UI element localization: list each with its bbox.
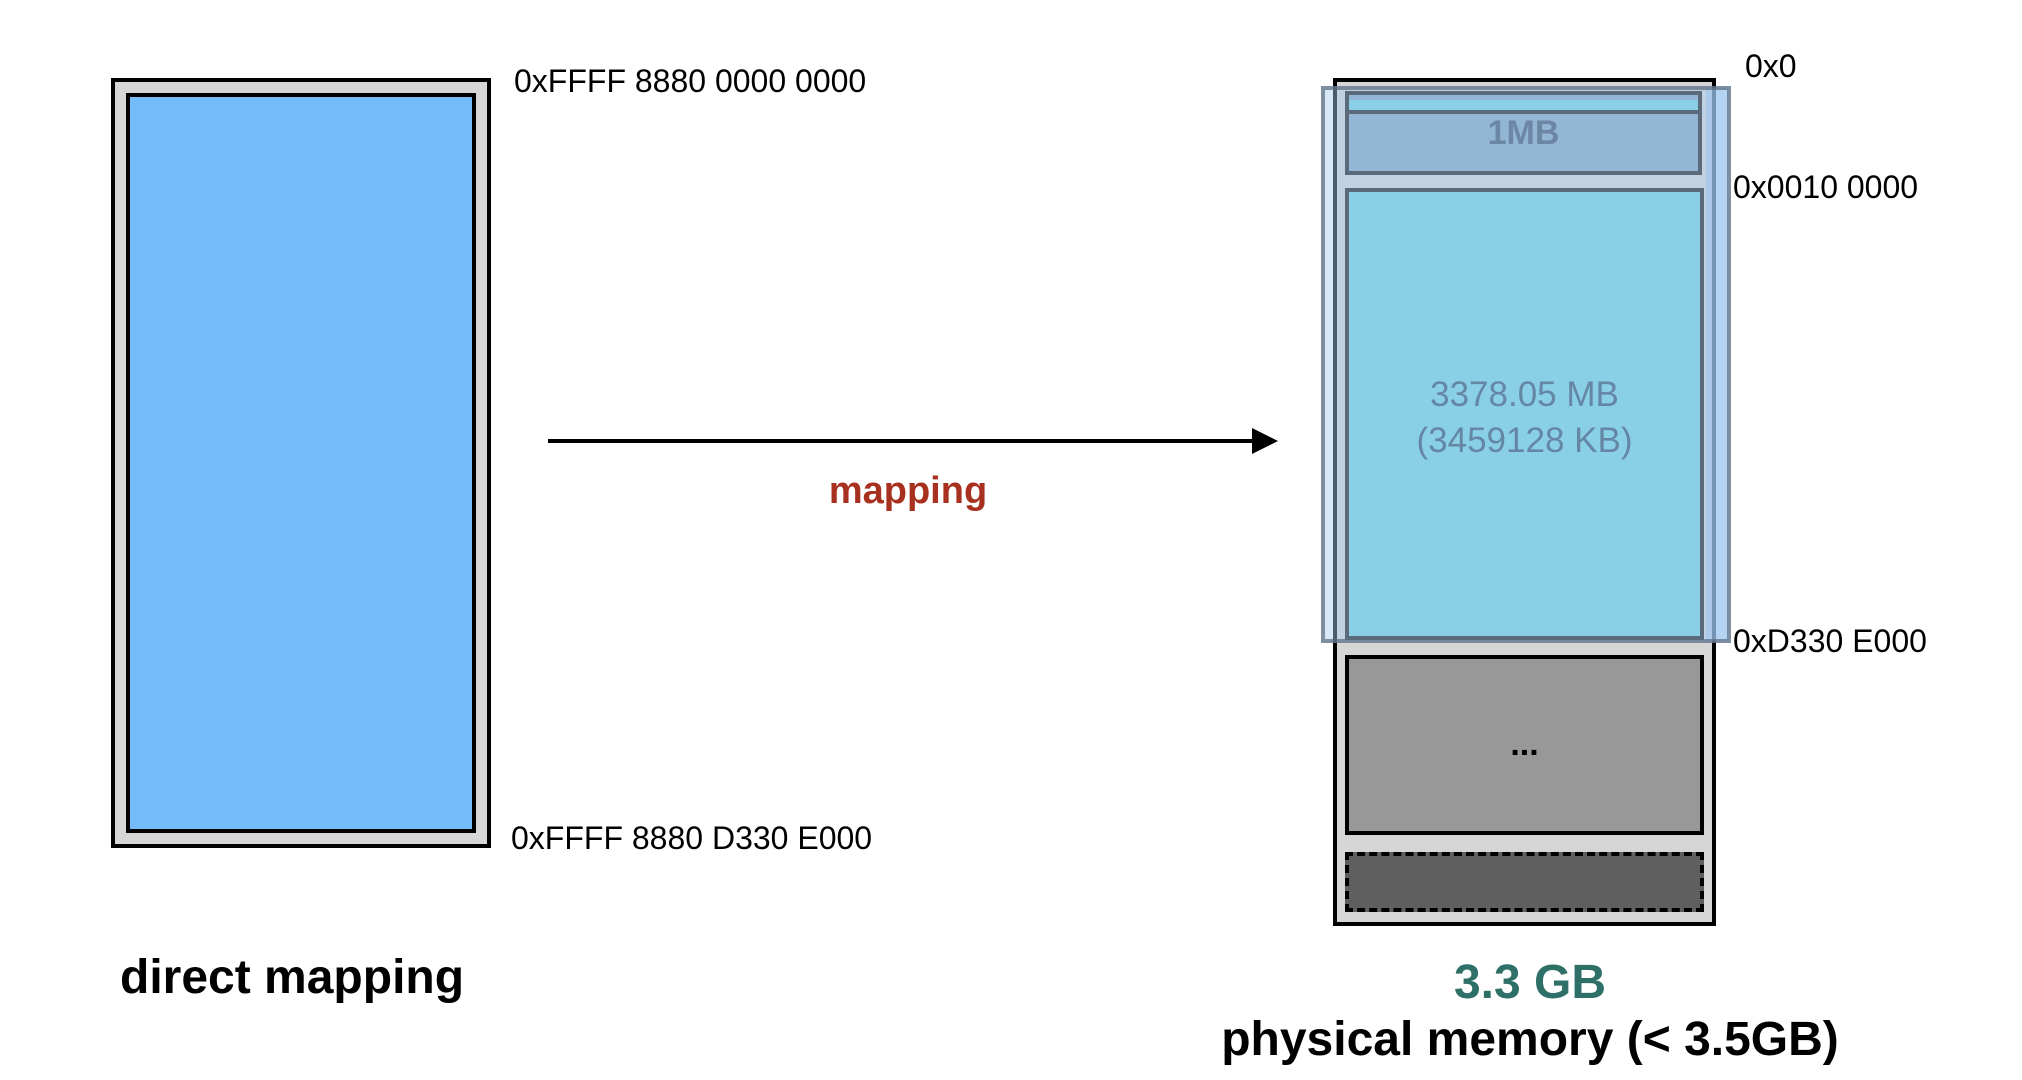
mapped-main-region <box>1345 188 1704 640</box>
mapped-range-highlight <box>1321 86 1731 643</box>
mapping-arrow-line <box>548 439 1260 443</box>
direct-mapping-caption: direct mapping <box>120 951 465 1004</box>
unmapped-region-label: ... <box>1510 725 1539 763</box>
direct-mapping-region <box>126 93 476 833</box>
phys-addr-end-mapped: 0xD330 E000 <box>1733 623 1927 659</box>
physical-memory-caption: physical memory (< 3.5GB) <box>1221 1013 1839 1066</box>
reserved-region <box>1345 852 1704 912</box>
virtual-start-address: 0xFFFF 8880 0000 0000 <box>514 63 867 99</box>
mapped-size-kb: (3459128 KB) <box>1416 421 1633 460</box>
low-1mb-label: 1MB <box>1487 114 1560 152</box>
mapped-range-highlight-edge <box>1706 88 1728 641</box>
physical-size-label: 3.3 GB <box>1453 956 1607 1009</box>
low-1mb-strip <box>1349 100 1698 114</box>
mapping-arrow-head <box>1252 428 1278 454</box>
phys-addr-1mb: 0x0010 0000 <box>1733 169 1919 205</box>
phys-addr-start: 0x0 <box>1745 48 1797 84</box>
unmapped-region <box>1345 655 1704 835</box>
mapped-main-label: 3378.05 MB (3459128 KB) <box>1345 372 1704 464</box>
virtual-end-address: 0xFFFF 8880 D330 E000 <box>511 820 873 856</box>
mapped-size-mb: 3378.05 MB <box>1430 375 1619 414</box>
direct-mapping-block <box>111 78 491 848</box>
mapping-label: mapping <box>828 470 988 512</box>
